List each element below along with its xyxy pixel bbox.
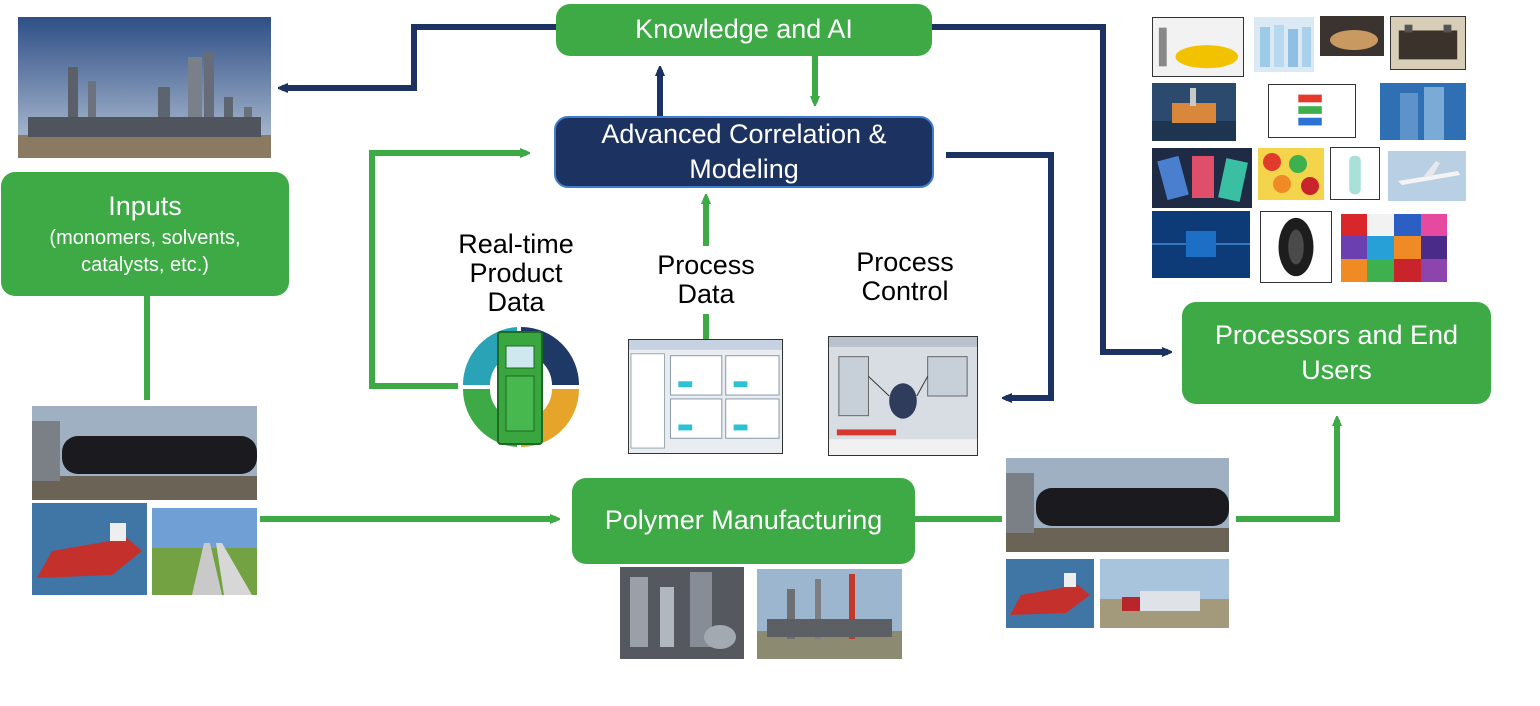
phones-photo: [1152, 148, 1252, 208]
polymer-manufacturing-box: Polymer Manufacturing: [572, 478, 915, 564]
process-control-label: Process Control: [856, 247, 954, 307]
tire-photo: [1260, 211, 1332, 283]
circuit-board-photo: [1152, 211, 1250, 278]
processors-end-users-label: Processors and End Users: [1214, 319, 1459, 385]
process-data-screenshot: [628, 339, 783, 454]
gummy-bears-photo: [1258, 148, 1324, 200]
offshore-rig-photo: [1152, 83, 1236, 141]
processors-end-users-box: Processors and End Users: [1182, 302, 1491, 404]
knowledge-ai-box: Knowledge and AI: [556, 4, 932, 56]
process-control-screenshot: [828, 336, 978, 456]
plant-exterior-photo: [757, 569, 902, 659]
arrow-realtime-to-correlation: [369, 153, 526, 389]
skyscrapers-photo: [1380, 83, 1466, 140]
color-films-photo: [1268, 84, 1356, 138]
pipeline-photo: [152, 508, 257, 595]
arrow-knowledge-to-refinery: [282, 24, 556, 88]
airplane-photo: [1388, 151, 1466, 201]
process-data-label: Process Data: [657, 250, 755, 310]
tanker-ship-photo-2: [1006, 559, 1094, 628]
water-bottles-photo: [1254, 17, 1314, 72]
correlation-modeling-label: Advanced Correlation & Modeling: [601, 118, 887, 184]
polymer-manufacturing-label: Polymer Manufacturing: [604, 505, 883, 536]
truck-photo: [1100, 559, 1229, 628]
plastic-pellets-photo: [1341, 214, 1447, 282]
inputs-title: Inputs: [108, 191, 182, 222]
inputs-subtitle: (monomers, solvents, catalysts, etc.): [49, 226, 241, 276]
arrow-correlation-to-control: [946, 152, 1054, 398]
tanker-ship-photo: [32, 503, 147, 595]
refinery-photo: [18, 17, 271, 158]
plant-interior-photo: [620, 567, 744, 659]
arrow-knowledge-to-processors: [932, 24, 1168, 352]
electric-car-photo: [1152, 17, 1244, 77]
railcar-photo: [32, 406, 257, 500]
knowledge-ai-label: Knowledge and AI: [635, 14, 853, 45]
arrow-shipping-to-processors: [1236, 420, 1337, 522]
inputs-box: Inputs (monomers, solvents, catalysts, e…: [1, 172, 289, 296]
shoe-photo: [1320, 16, 1384, 56]
correlation-modeling-box: Advanced Correlation & Modeling: [554, 116, 934, 188]
railcar-photo-2: [1006, 458, 1229, 552]
realtime-product-data-label: Real-time Product Data: [458, 229, 574, 318]
bottle-photo: [1330, 147, 1380, 200]
analyzer-cabinet-photo: [460, 324, 582, 450]
battery-photo: [1390, 16, 1466, 70]
